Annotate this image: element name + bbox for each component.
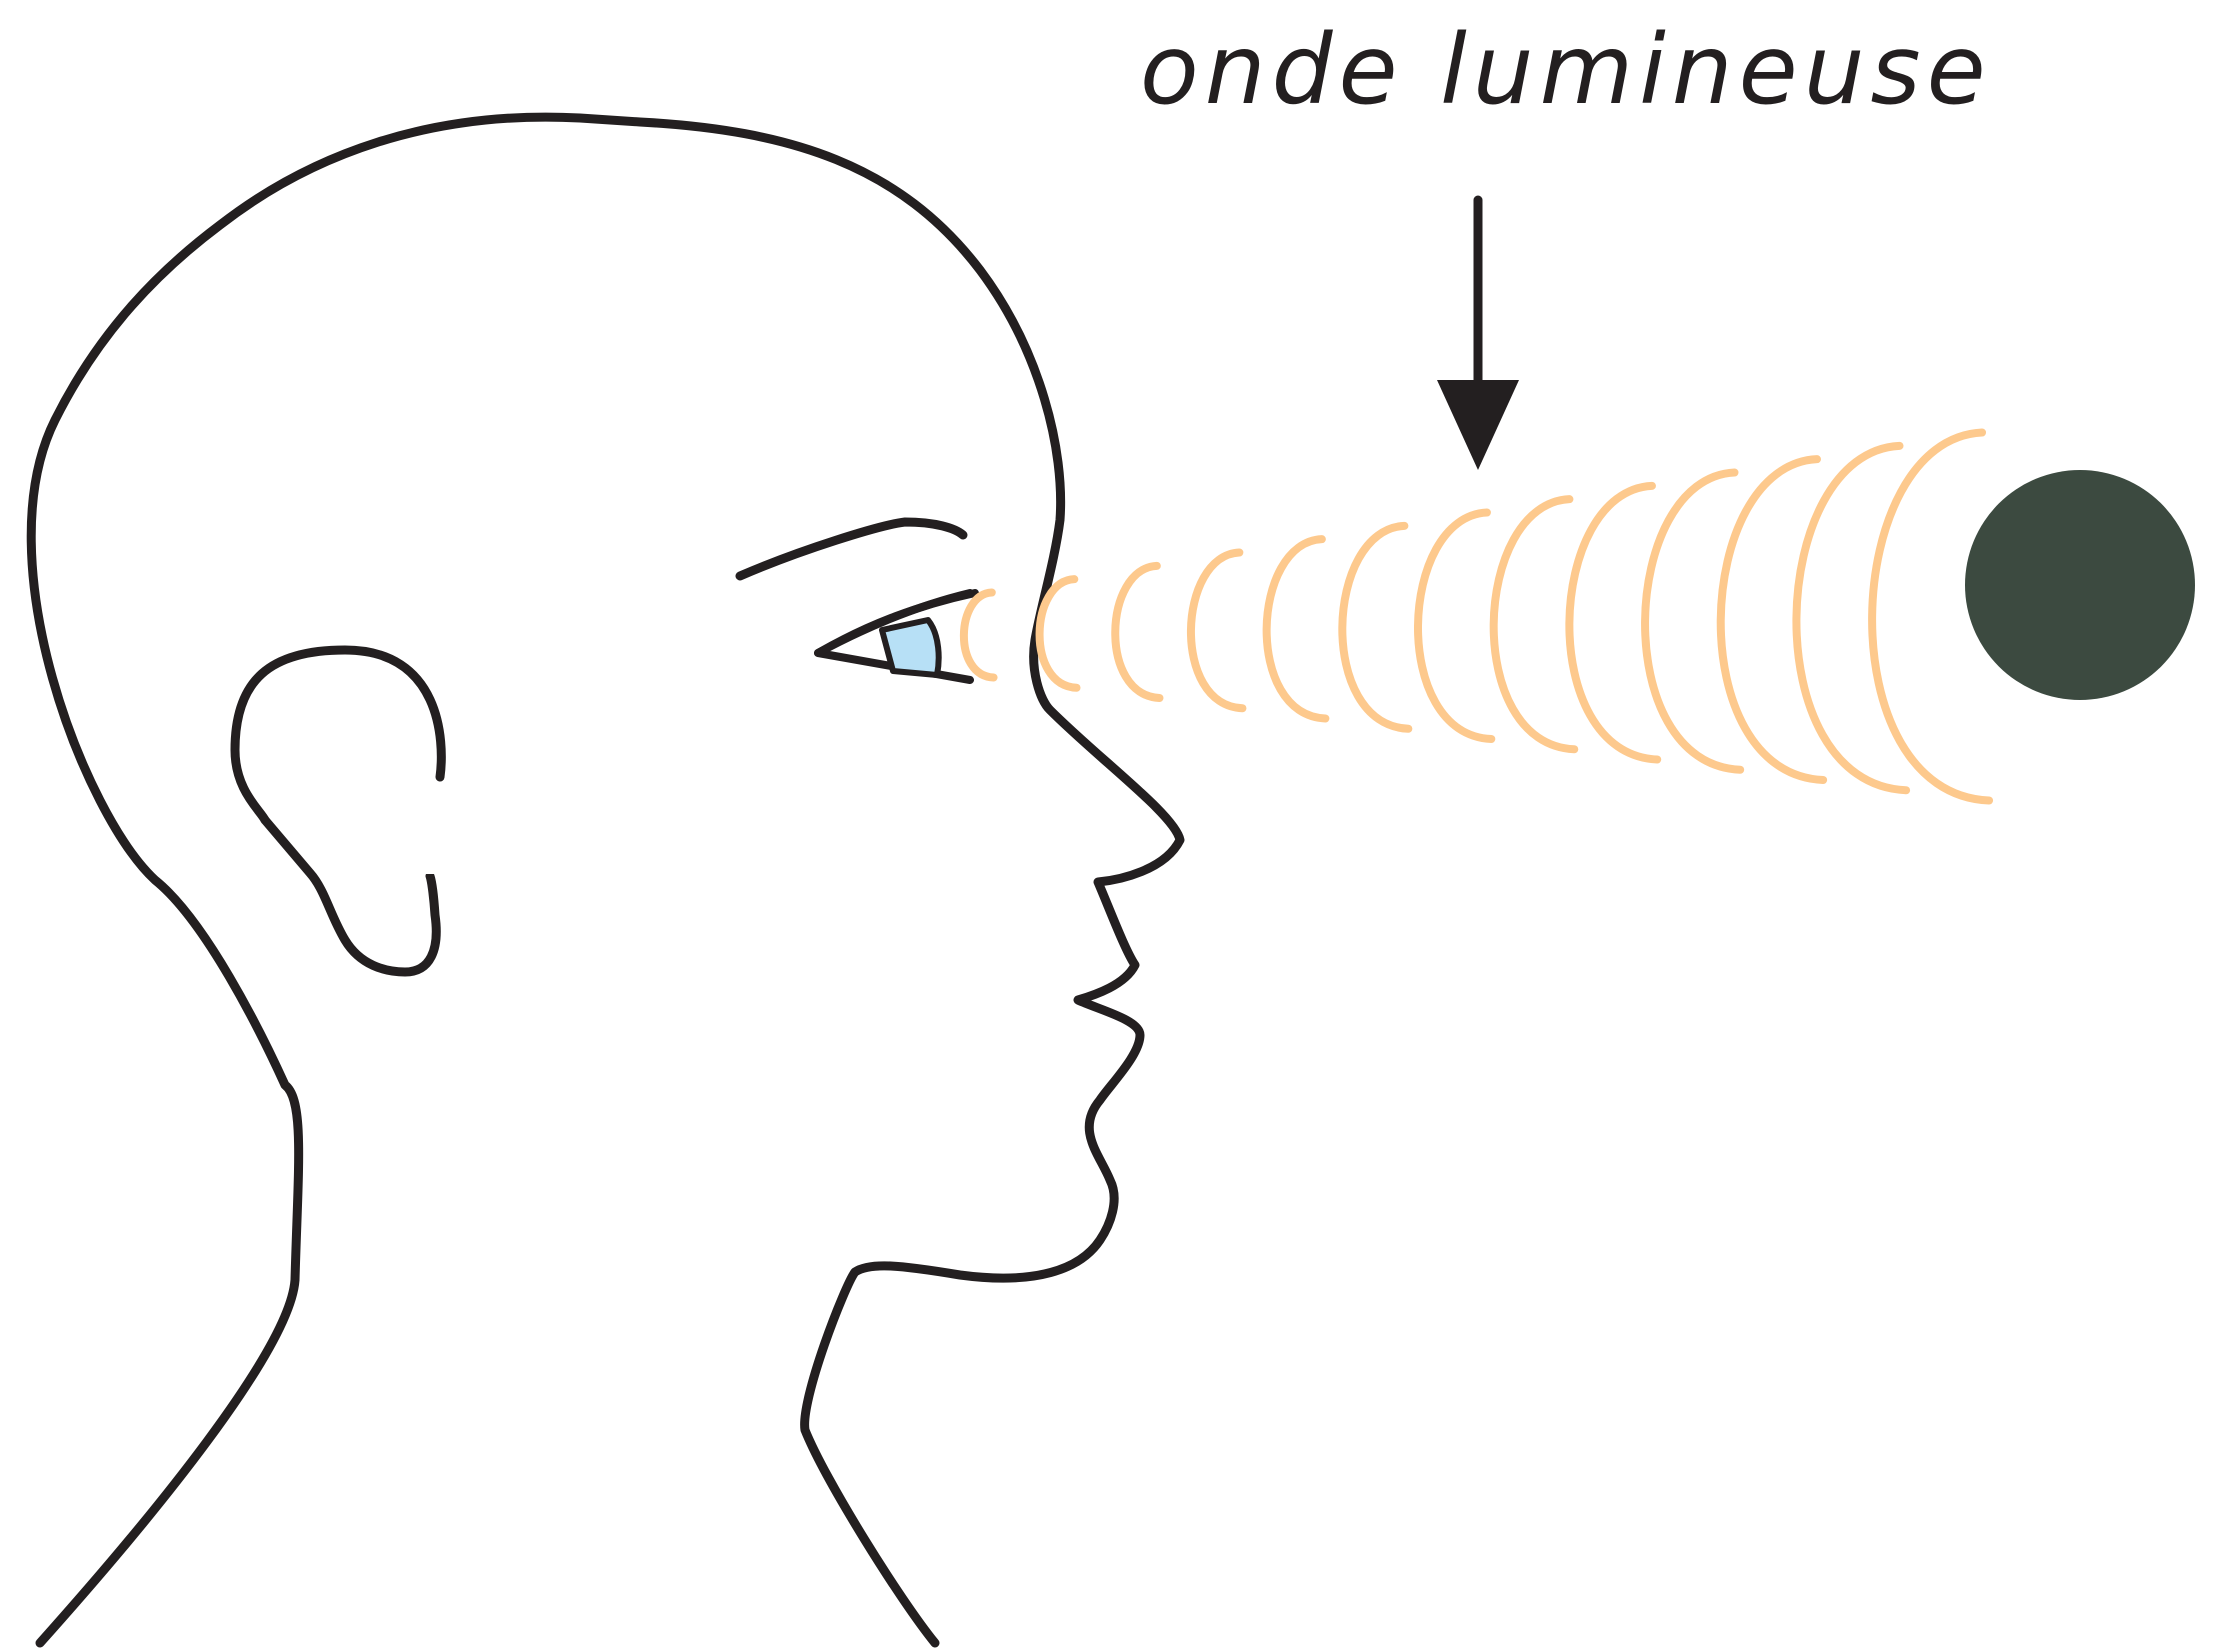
light-wave-arc bbox=[1418, 513, 1491, 740]
light-wave-arc bbox=[1040, 579, 1077, 688]
ear-lower bbox=[265, 820, 436, 972]
light-wave-arc bbox=[964, 593, 994, 678]
caption-label: onde lumineuse bbox=[1140, 0, 1992, 140]
light-wave-arc bbox=[1645, 473, 1740, 770]
head-outline bbox=[31, 117, 1180, 1643]
light-wave-arc bbox=[1721, 459, 1823, 780]
light-wave-arc bbox=[1115, 566, 1159, 698]
ear-upper bbox=[235, 650, 441, 820]
down-arrow-icon bbox=[1437, 200, 1519, 470]
light-wave-arc bbox=[1342, 526, 1408, 729]
eye-icon bbox=[818, 593, 975, 680]
light-source-icon bbox=[1965, 470, 2195, 700]
eyebrow bbox=[740, 522, 963, 576]
light-wave-arc bbox=[1494, 499, 1575, 749]
light-wave-group bbox=[964, 433, 1989, 801]
light-wave-arc bbox=[1796, 446, 1906, 790]
light-wave-arc bbox=[1191, 553, 1243, 709]
head-profile-icon bbox=[31, 117, 1180, 1643]
light-wave-arc bbox=[1267, 539, 1326, 718]
eye-iris bbox=[882, 620, 939, 675]
